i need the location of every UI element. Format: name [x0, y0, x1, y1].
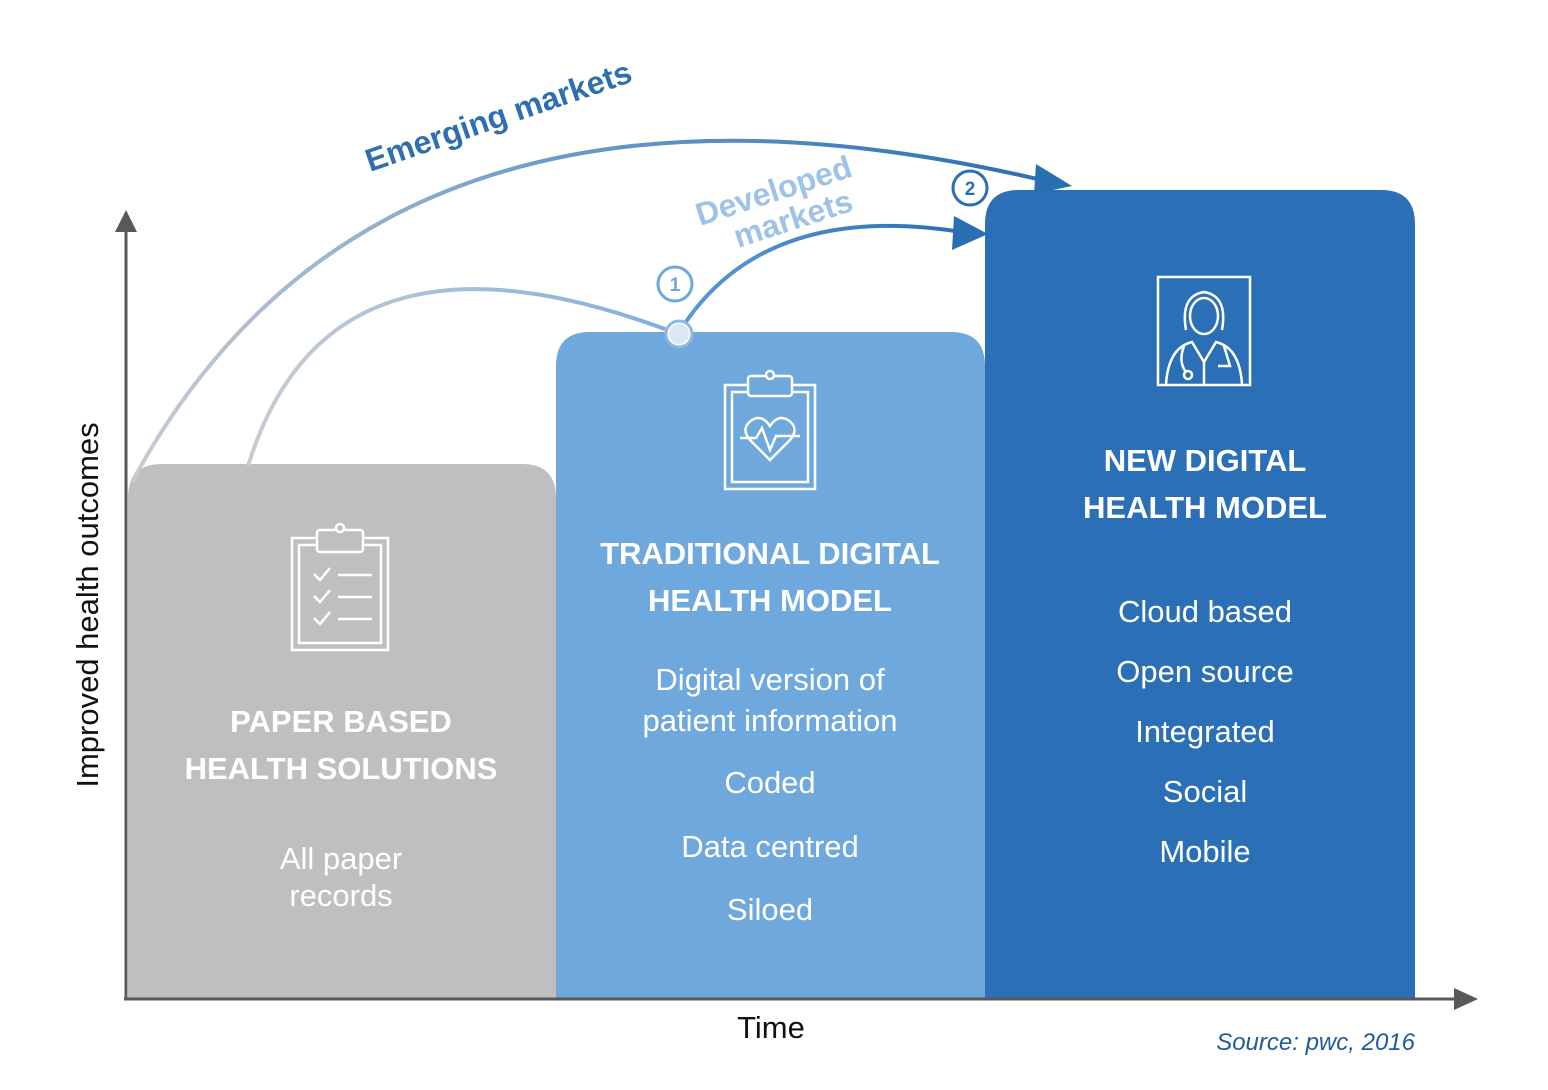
new-title-line1: NEW DIGITAL: [1104, 443, 1307, 478]
step-1-number: 1: [670, 275, 681, 296]
traditional-item-2: Coded: [724, 765, 815, 800]
y-axis-arrowhead: [115, 210, 137, 232]
developed-markets-arc-2: [676, 223, 963, 336]
new-item: Cloud based: [1118, 594, 1292, 629]
developed-markets-arc-1: [246, 287, 679, 467]
x-axis-arrowhead: [1454, 988, 1478, 1010]
paper-item-line1: All paper: [280, 841, 402, 876]
clipboard-checklist-icon: [290, 522, 390, 652]
step-2-badge: 2: [951, 169, 989, 207]
emerging-markets-label: Emerging markets: [361, 54, 637, 179]
traditional-item-4: Siloed: [727, 892, 813, 927]
emerging-markets-arc: [130, 138, 1051, 483]
developed-markets-arrowhead: [952, 216, 988, 250]
emerging-markets-arrowhead: [1034, 164, 1072, 194]
new-item: Social: [1163, 774, 1247, 809]
new-column: [985, 190, 1415, 1000]
new-item: Integrated: [1135, 714, 1275, 749]
traditional-item-1-line1: Digital version of: [655, 662, 885, 697]
paper-item-line2: records: [289, 878, 392, 913]
traditional-title-line1: TRADITIONAL DIGITAL: [600, 536, 940, 571]
y-axis-label: Improved health outcomes: [70, 422, 105, 787]
step-1-badge: 1: [656, 265, 694, 303]
traditional-title-line2: HEALTH MODEL: [648, 583, 892, 618]
source-note: Source: pwc, 2016: [1216, 1029, 1415, 1056]
step-2-number: 2: [965, 179, 976, 200]
traditional-item-1-line2: patient information: [642, 703, 897, 738]
traditional-item-3: Data centred: [681, 829, 859, 864]
paper-title-line1: PAPER BASED: [230, 704, 452, 739]
x-axis-label: Time: [737, 1010, 805, 1045]
new-item: Mobile: [1159, 834, 1250, 869]
clipboard-heartbeat-icon: [723, 369, 817, 491]
traditional-column: [556, 332, 985, 1000]
transition-node-inner: [669, 324, 689, 344]
doctor-portrait-icon: [1156, 275, 1252, 387]
paper-title-line2: HEALTH SOLUTIONS: [185, 751, 498, 786]
new-item: Open source: [1116, 654, 1294, 689]
new-title-line2: HEALTH MODEL: [1083, 490, 1327, 525]
paper-column: [128, 464, 556, 1000]
